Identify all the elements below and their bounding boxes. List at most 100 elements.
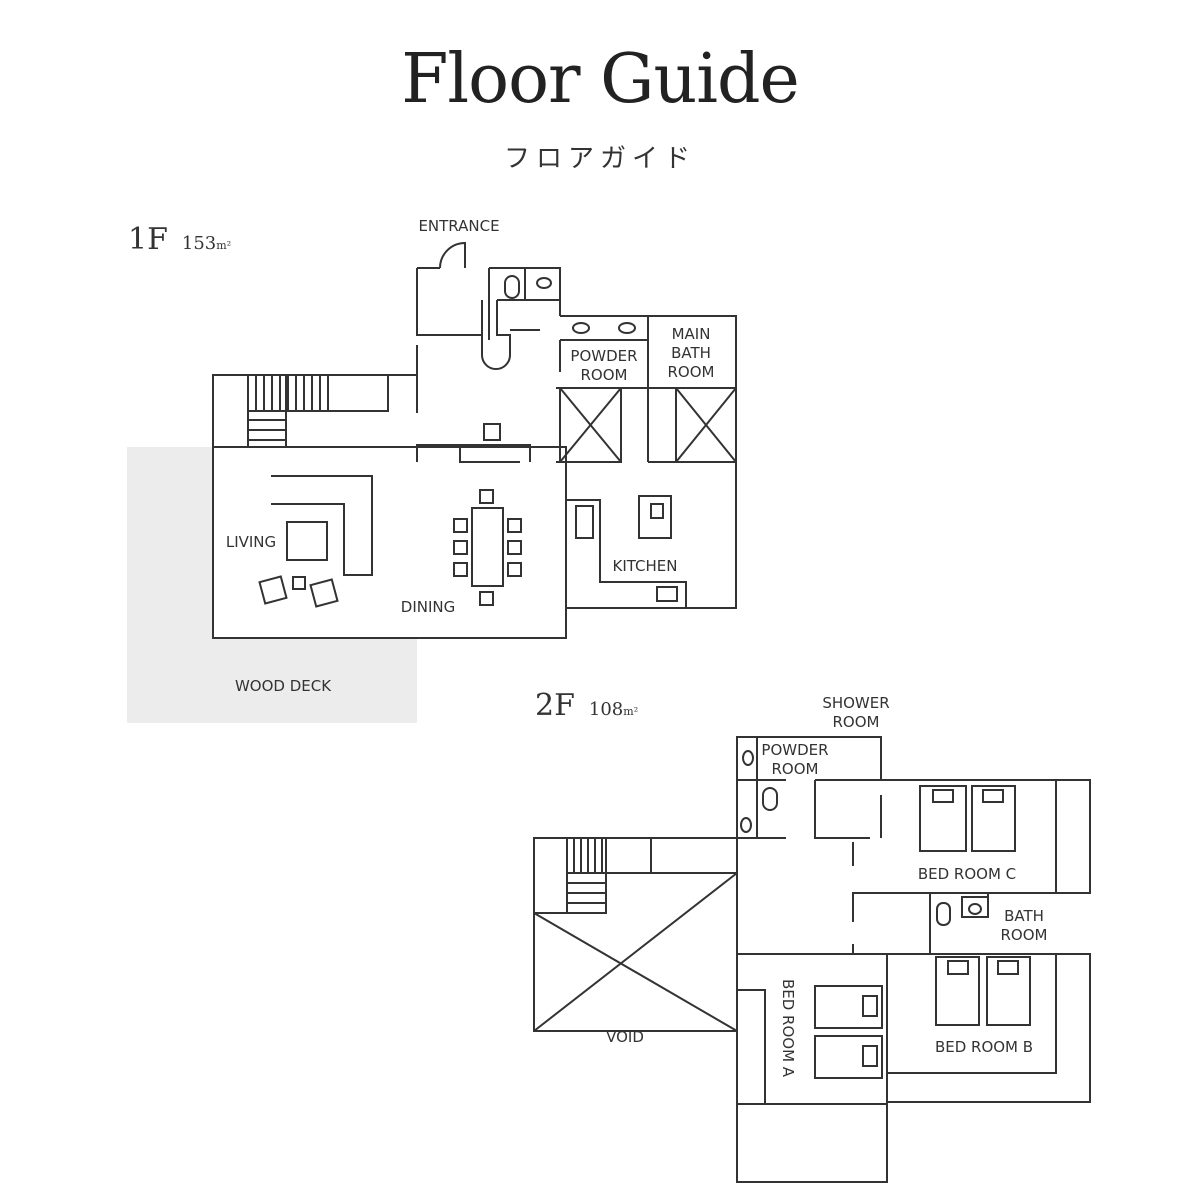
pillow-icon bbox=[862, 1045, 878, 1067]
label-wood-deck: WOOD DECK bbox=[235, 677, 332, 695]
label-main-bath-1: MAIN bbox=[672, 325, 711, 343]
coffee-table-icon bbox=[286, 521, 328, 561]
f2-upper-wall bbox=[736, 736, 882, 838]
f2-shower-wall bbox=[814, 780, 870, 839]
chair-icon bbox=[453, 562, 468, 577]
bed-icon bbox=[971, 785, 1016, 852]
f1-service-outline bbox=[560, 315, 737, 638]
label-shower-room-2: ROOM bbox=[833, 713, 880, 731]
page-title: Floor Guide bbox=[401, 40, 800, 119]
label-main-bath-3: ROOM bbox=[668, 363, 715, 381]
label-void: VOID bbox=[606, 1028, 644, 1046]
chair-icon bbox=[479, 489, 494, 504]
label-powder-room-1: POWDER bbox=[570, 347, 637, 365]
floor-2-unit: m² bbox=[623, 705, 639, 718]
chair-icon bbox=[507, 562, 522, 577]
fridge-icon bbox=[656, 586, 678, 602]
chair-icon bbox=[453, 518, 468, 533]
f1-stair-treads bbox=[248, 375, 389, 441]
basin-icon bbox=[742, 750, 754, 766]
toilet-icon bbox=[762, 787, 778, 811]
pillow-icon bbox=[932, 789, 954, 803]
floor-1-unit: m² bbox=[216, 239, 232, 252]
floor-2-number: 2F bbox=[535, 688, 575, 723]
pillow-icon bbox=[862, 995, 878, 1017]
toilet-icon bbox=[504, 275, 520, 299]
floor-1-number: 1F bbox=[128, 222, 168, 257]
label-living: LIVING bbox=[226, 533, 276, 551]
pillow-icon bbox=[997, 960, 1019, 975]
kitchen-sink-icon bbox=[575, 505, 594, 539]
label-bed-room-a: BED ROOM A bbox=[779, 979, 797, 1078]
chair-icon bbox=[479, 591, 494, 606]
basin-icon bbox=[740, 817, 752, 833]
floor-1-area: 153 bbox=[181, 233, 217, 254]
stove-icon bbox=[650, 503, 664, 519]
label-main-bath-2: BATH bbox=[671, 344, 711, 362]
label-bath-room-1: BATH bbox=[1004, 907, 1044, 925]
label-bed-room-b: BED ROOM B bbox=[935, 1038, 1033, 1056]
bed-icon bbox=[919, 785, 967, 852]
floor-2-label: 2F 108m² bbox=[535, 688, 638, 723]
page-subtitle: フロアガイド bbox=[503, 144, 696, 174]
void-area bbox=[533, 837, 738, 1032]
floor-2-plan: SHOWER ROOM POWDER ROOM BED ROOM C BATH … bbox=[533, 694, 1091, 1183]
void-cross bbox=[533, 912, 738, 1032]
chair-icon bbox=[453, 540, 468, 555]
chair-icon bbox=[507, 518, 522, 533]
label-powder-room-2: ROOM bbox=[772, 760, 819, 778]
label-bed-room-c: BED ROOM C bbox=[918, 865, 1016, 883]
f1-stair-run bbox=[247, 374, 389, 412]
f1-closet bbox=[675, 387, 737, 463]
label-powder-room-2: ROOM bbox=[581, 366, 628, 384]
armchair-icon bbox=[258, 575, 288, 605]
void-cross bbox=[533, 872, 738, 1032]
floor-2-area: 108 bbox=[588, 699, 624, 720]
f2-stair-landing bbox=[566, 837, 652, 874]
basin-icon bbox=[968, 903, 982, 915]
f1-closet-cross bbox=[675, 387, 737, 463]
chair-icon bbox=[507, 540, 522, 555]
pillow-icon bbox=[982, 789, 1004, 803]
f1-counter bbox=[459, 445, 520, 463]
kitchen-counter bbox=[565, 499, 687, 608]
label-powder-room-1: POWDER bbox=[761, 741, 828, 759]
f1-closet bbox=[559, 387, 622, 463]
kitchen-island-icon bbox=[638, 495, 672, 539]
toilet-icon bbox=[936, 902, 951, 926]
label-shower-room-1: SHOWER bbox=[822, 694, 889, 712]
f1-counter bbox=[416, 444, 531, 462]
bed-icon bbox=[814, 1035, 883, 1079]
f2-stair-edge bbox=[534, 872, 737, 914]
floor-1-label: 1F 153m² bbox=[128, 222, 231, 257]
bed-icon bbox=[935, 956, 980, 1026]
label-entrance: ENTRANCE bbox=[418, 217, 499, 235]
floor-1-plan: ENTRANCE POWDER ROOM MAIN BATH ROOM LIVI… bbox=[127, 217, 737, 723]
label-dining: DINING bbox=[401, 598, 455, 616]
entrance-door-swing bbox=[439, 241, 466, 269]
bed-icon bbox=[986, 956, 1031, 1026]
f2-balcony-b bbox=[887, 953, 1091, 1103]
dining-table-icon bbox=[471, 507, 504, 587]
pillow-icon bbox=[947, 960, 969, 975]
bed-icon bbox=[814, 985, 883, 1029]
f1-entrance-wall bbox=[416, 268, 481, 336]
f2-closet-a bbox=[737, 989, 766, 1104]
label-kitchen: KITCHEN bbox=[613, 557, 678, 575]
sofa-icon bbox=[271, 475, 373, 576]
f2-balcony-a bbox=[736, 1104, 888, 1183]
f2-balcony-c bbox=[1056, 779, 1091, 894]
f1-hall-partition bbox=[481, 300, 511, 370]
sink-icon bbox=[536, 277, 552, 289]
basin-icon bbox=[572, 322, 590, 334]
basin-icon bbox=[618, 322, 636, 334]
side-table-icon bbox=[292, 576, 306, 590]
f1-stool bbox=[483, 423, 501, 441]
f1-closet-cross bbox=[559, 387, 622, 463]
f2-bedroom-a-wall bbox=[736, 953, 888, 1105]
armchair-icon bbox=[309, 578, 339, 608]
label-bath-room-2: ROOM bbox=[1001, 926, 1048, 944]
f2-stair-treads bbox=[567, 838, 606, 904]
f2-stair-run bbox=[566, 837, 607, 914]
